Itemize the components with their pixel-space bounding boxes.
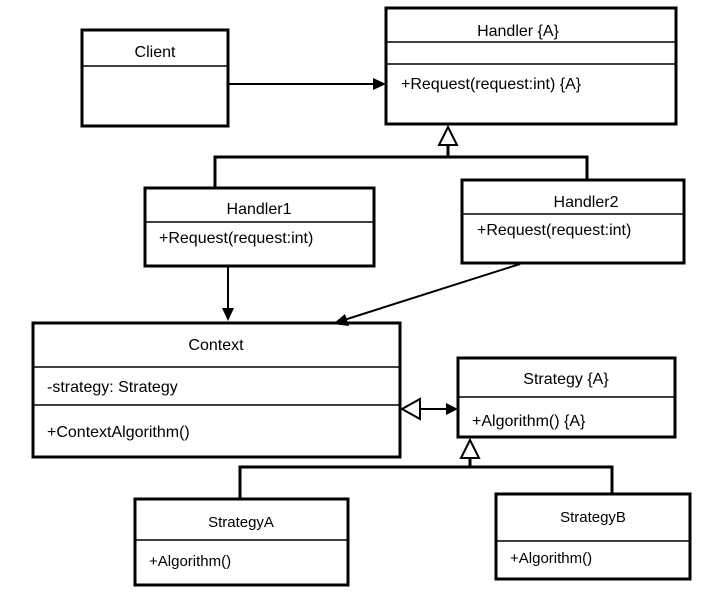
class-strategy-a: StrategyA +Algorithm() bbox=[133, 497, 350, 587]
class-context-operation: +ContextAlgorithm() bbox=[47, 424, 190, 441]
generalization-strategies bbox=[238, 437, 614, 499]
class-context-attribute: -strategy: Strategy bbox=[47, 379, 178, 396]
association-context-strategy bbox=[399, 397, 458, 421]
class-strategy-name: Strategy {A} bbox=[523, 371, 609, 388]
class-strategy-a-operation: +Algorithm() bbox=[149, 553, 231, 570]
class-handler2-operation: +Request(request:int) bbox=[477, 222, 631, 239]
association-handler2-context bbox=[333, 263, 521, 326]
class-handler2: Handler2 +Request(request:int) bbox=[460, 178, 686, 265]
class-handler1: Handler1 +Request(request:int) bbox=[143, 186, 376, 268]
class-context-name: Context bbox=[188, 337, 244, 354]
association-handler1-context bbox=[222, 266, 234, 321]
class-strategy-b-operation: +Algorithm() bbox=[510, 550, 592, 567]
class-strategy: Strategy {A} +Algorithm() {A} bbox=[456, 356, 677, 439]
class-strategy-b-name: StrategyB bbox=[560, 509, 626, 526]
class-handler1-operation: +Request(request:int) bbox=[159, 230, 313, 247]
class-client: Client bbox=[80, 28, 230, 128]
class-strategy-operation: +Algorithm() {A} bbox=[472, 413, 586, 430]
class-handler1-name: Handler1 bbox=[227, 201, 292, 218]
class-client-name: Client bbox=[135, 44, 176, 61]
class-strategy-b: StrategyB +Algorithm() bbox=[494, 492, 692, 581]
class-handler: Handler {A} +Request(request:int) {A} bbox=[384, 6, 678, 126]
generalization-handlers bbox=[213, 124, 589, 188]
class-handler-operation: +Request(request:int) {A} bbox=[401, 76, 582, 93]
class-context: Context -strategy: Strategy +ContextAlgo… bbox=[31, 321, 402, 459]
class-handler2-name: Handler2 bbox=[554, 194, 619, 211]
class-strategy-a-name: StrategyA bbox=[208, 514, 274, 531]
association-client-handler bbox=[228, 78, 386, 90]
class-handler-name: Handler {A} bbox=[477, 23, 559, 40]
